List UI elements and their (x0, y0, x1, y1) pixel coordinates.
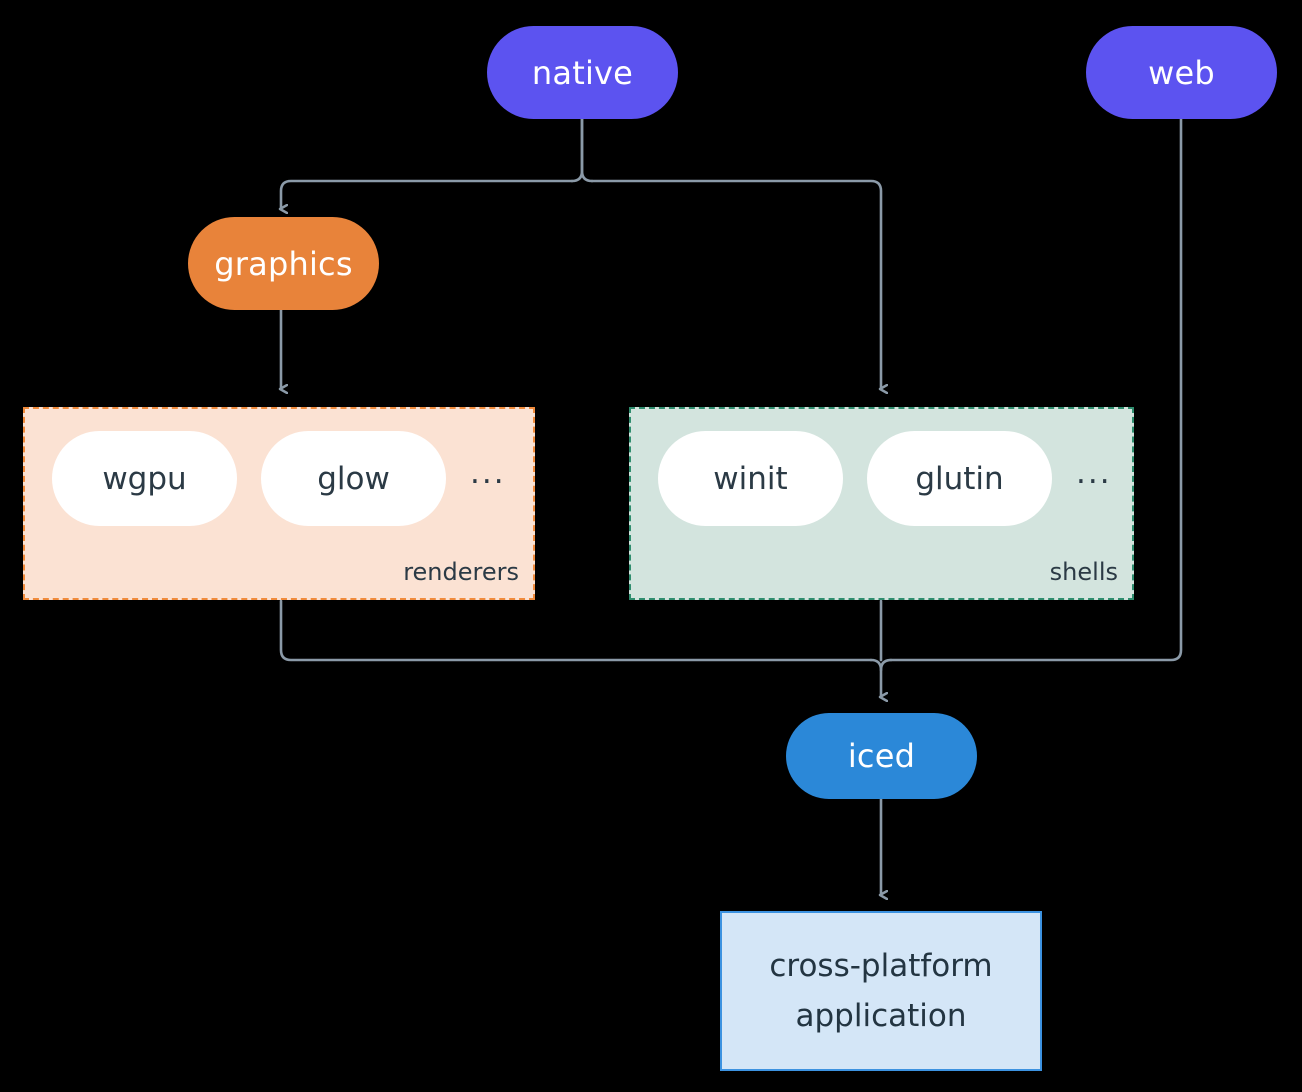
node-glutin[interactable]: glutin (867, 431, 1052, 526)
application-label-line2: application (795, 998, 967, 1034)
application-label-line1: cross-platform (769, 947, 993, 984)
node-wgpu-label: wgpu (102, 460, 187, 497)
edge-merge-right-stub (879, 658, 893, 672)
node-iced-label: iced (847, 737, 916, 775)
node-winit[interactable]: winit (658, 431, 843, 526)
node-native[interactable]: native (487, 26, 678, 119)
edge-native-to-graphics (281, 179, 574, 209)
node-cross-platform-application[interactable]: cross-platform application (720, 911, 1042, 1071)
node-glow-label: glow (317, 460, 390, 497)
node-graphics[interactable]: graphics (188, 217, 379, 310)
group-renderers[interactable]: wgpu glow ... renderers (23, 407, 535, 600)
edge-merge-left-stub (869, 658, 881, 697)
group-renderers-label: renderers (403, 558, 519, 586)
node-glow[interactable]: glow (261, 431, 446, 526)
node-web[interactable]: web (1086, 26, 1277, 119)
node-iced[interactable]: iced (786, 713, 977, 799)
node-wgpu[interactable]: wgpu (52, 431, 237, 526)
group-shells-items: winit glutin ... (631, 431, 1112, 526)
node-web-label: web (1148, 53, 1215, 92)
node-native-label: native (531, 53, 634, 92)
node-graphics-label: graphics (214, 244, 353, 283)
renderers-overflow-ellipsis: ... (470, 455, 506, 491)
group-renderers-items: wgpu glow ... (25, 431, 506, 526)
node-winit-label: winit (713, 460, 788, 497)
shells-overflow-ellipsis: ... (1076, 455, 1112, 491)
edge-native-trunk-left (570, 117, 584, 183)
edge-native-trunk-right (580, 117, 594, 183)
edge-native-to-shells (590, 179, 881, 389)
group-shells[interactable]: winit glutin ... shells (629, 407, 1134, 600)
group-shells-label: shells (1049, 558, 1118, 586)
edge-renderers-to-merge (279, 599, 873, 662)
node-glutin-label: glutin (915, 460, 1004, 497)
